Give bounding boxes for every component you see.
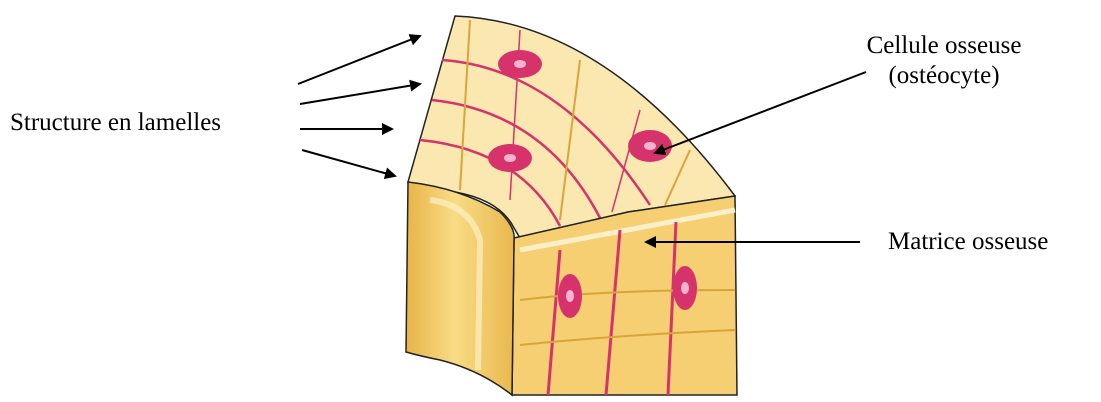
label-cellule-osseuse: Cellule osseuse (ostéocyte) [844,31,1044,91]
label-matrice-osseuse: Matrice osseuse [888,227,1048,257]
label-cellule-line2: (ostéocyte) [844,61,1044,91]
osteocyte-cell [673,266,697,310]
lamellae-arrows [298,36,420,176]
osteocyte-cell [488,144,532,172]
label-cellule-line1: Cellule osseuse [844,31,1044,61]
bone-canal-face [406,182,514,395]
osteocyte-cell [498,50,542,78]
cell-arrow [655,72,866,153]
label-structure-en-lamelles: Structure en lamelles [10,108,221,138]
osteocyte-cell [628,130,672,162]
osteocyte-cell [558,274,582,318]
